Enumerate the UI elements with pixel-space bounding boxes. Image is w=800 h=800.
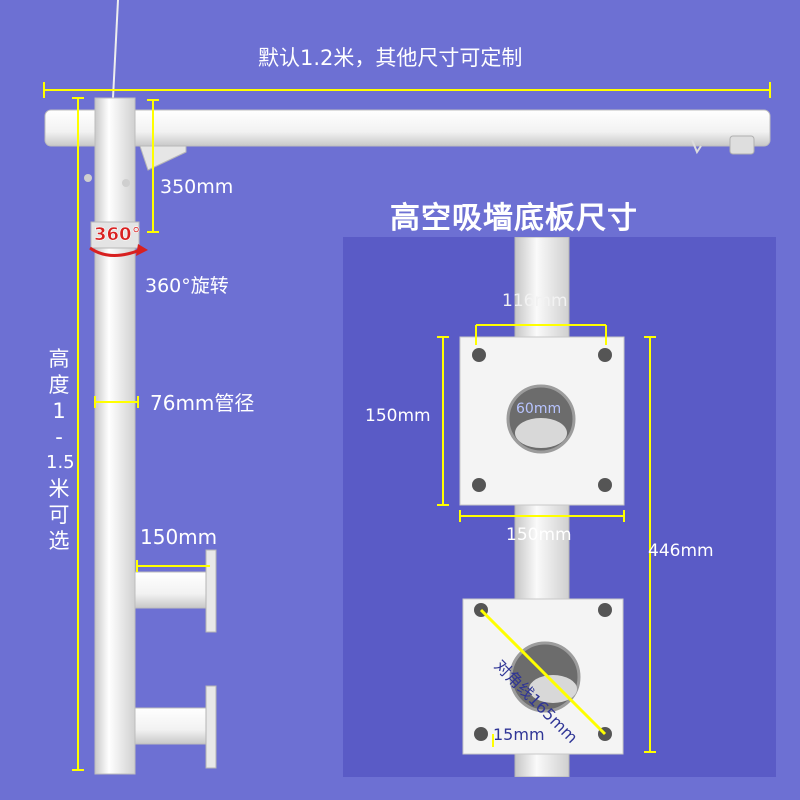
arm-hook	[691, 139, 702, 155]
support-brace	[139, 145, 187, 171]
arm-length-label: 350mm	[160, 176, 234, 198]
flange-plate-lower	[205, 685, 217, 769]
flange-arm-lower	[134, 707, 208, 745]
baseplate-panel	[343, 237, 776, 777]
height-char: 米	[48, 477, 70, 501]
hole-spacing-label: 116mm	[502, 291, 568, 311]
height-char: -	[55, 425, 63, 449]
bolt-hole	[472, 348, 486, 362]
flange-length-label: 150mm	[140, 525, 218, 549]
rotation-arrow-icon	[89, 246, 141, 257]
bolt-hole	[598, 603, 612, 617]
flange-arm-upper	[134, 571, 208, 609]
rotate-text: 360°旋转	[145, 275, 229, 297]
height-char: 1.5	[46, 452, 75, 473]
bolt	[122, 179, 130, 187]
height-char: 可	[48, 503, 70, 527]
height-char: 高	[48, 347, 70, 371]
bolt-hole	[598, 348, 612, 362]
baseplate-drawing	[437, 237, 656, 777]
total-length-label: 446mm	[648, 541, 714, 561]
bolt-hole	[598, 478, 612, 492]
flange-plate-upper	[205, 549, 217, 633]
dimension-line	[479, 608, 607, 736]
height-char: 选	[48, 529, 70, 553]
bolt-hole	[472, 478, 486, 492]
bolt-hole-label: 15mm	[493, 725, 545, 744]
panel-title: 高空吸墙底板尺寸	[390, 201, 638, 236]
rotate-badge: 360°	[94, 224, 141, 245]
height-char: 1	[52, 399, 66, 423]
rotating-collar	[90, 221, 140, 249]
width-note: 默认1.2米，其他尺寸可定制	[258, 46, 523, 70]
bolt-hole	[474, 727, 488, 741]
plate-width-label: 150mm	[506, 525, 572, 545]
vertical-pole	[94, 97, 136, 775]
center-hole-inner	[515, 418, 567, 448]
height-label: 高 度 1 - 1.5 米 可 选	[46, 346, 75, 554]
hanging-wire	[112, 0, 119, 99]
arm-end-cap	[729, 135, 755, 155]
height-char: 度	[48, 373, 70, 397]
bolt	[84, 174, 92, 182]
horizontal-arm	[44, 109, 771, 147]
rotation-arrow-head	[136, 244, 148, 256]
pipe-diameter-label: 76mm管径	[150, 391, 255, 415]
hole-diameter-label: 60mm	[516, 401, 562, 417]
plate-height-label: 150mm	[365, 406, 431, 426]
